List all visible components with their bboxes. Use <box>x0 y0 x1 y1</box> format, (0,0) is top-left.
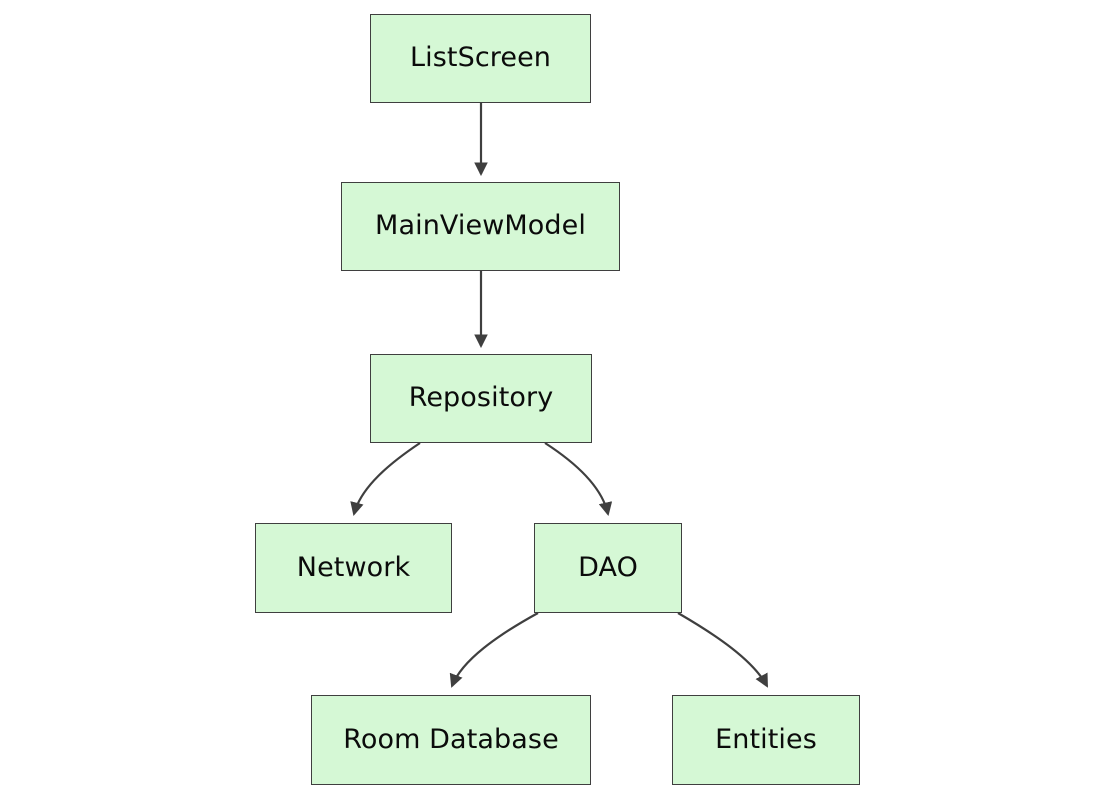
node-dao-label: DAO <box>578 551 638 583</box>
node-listscreen[interactable]: ListScreen <box>370 14 591 103</box>
edge-repository-to-network <box>350 442 421 516</box>
node-mainviewmodel-label: MainViewModel <box>375 210 586 241</box>
node-listscreen-label: ListScreen <box>409 42 552 73</box>
node-network-label: Network <box>296 551 411 583</box>
edge-dao-to-entities <box>677 612 768 688</box>
edge-repository-to-dao <box>544 442 613 516</box>
edge-dao-to-roomdatabase <box>449 612 539 688</box>
node-network[interactable]: Network <box>255 523 452 613</box>
node-mainviewmodel[interactable]: MainViewModel <box>341 182 620 271</box>
node-roomdatabase[interactable]: Room Database <box>311 695 591 785</box>
node-entities[interactable]: Entities <box>672 695 860 785</box>
node-entities-label: Entities <box>715 723 817 755</box>
node-dao[interactable]: DAO <box>534 523 682 613</box>
node-repository[interactable]: Repository <box>370 354 592 443</box>
node-roomdatabase-label: Room Database <box>343 723 559 755</box>
node-repository-label: Repository <box>408 382 554 413</box>
